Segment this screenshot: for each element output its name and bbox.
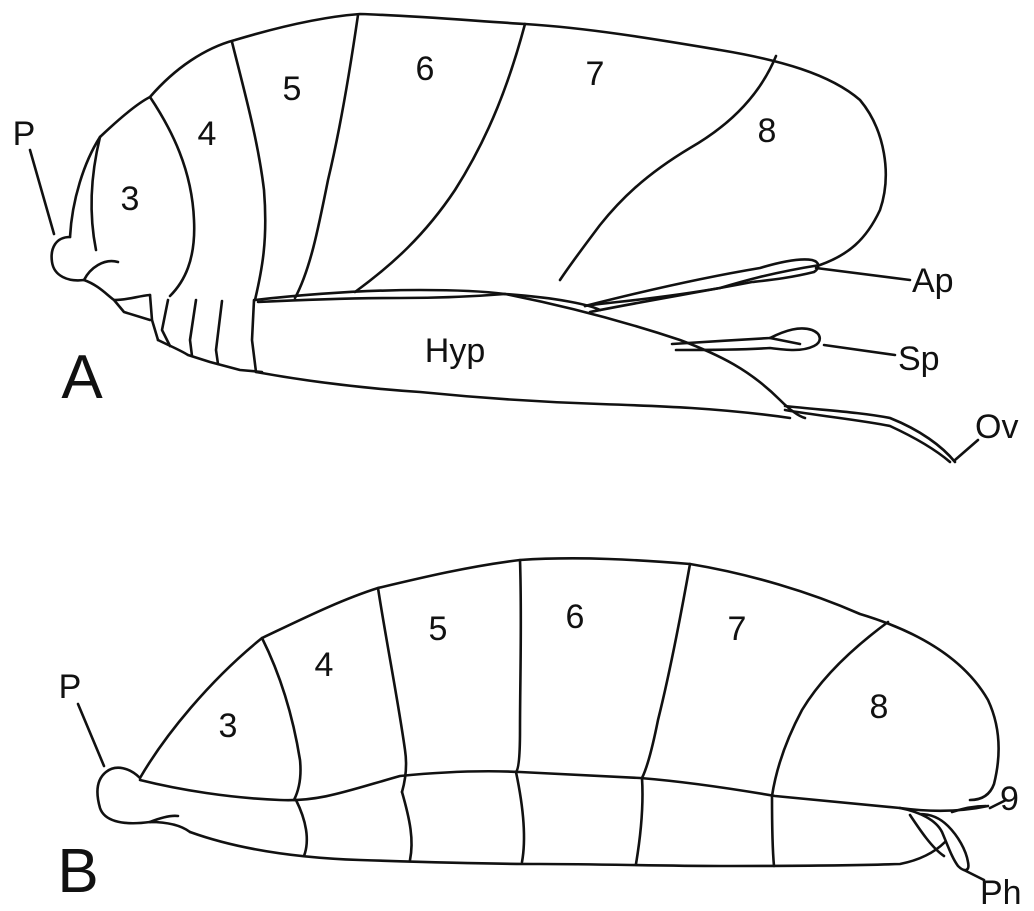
panel-label-b: B — [57, 837, 98, 906]
structure-label-sp: Sp — [898, 340, 940, 378]
leader-line-p-b — [78, 704, 104, 766]
panel-label-a: A — [61, 343, 103, 412]
panel-a: 3 4 5 6 7 8 P Hyp Ap Sp Ov A — [13, 14, 1019, 462]
structure-label-ov: Ov — [975, 408, 1018, 446]
leader-line-p-a — [30, 150, 54, 234]
segment-4-label-b: 4 — [315, 646, 334, 684]
panel-a-leader-lines — [30, 150, 978, 460]
leader-line-ap — [816, 268, 910, 280]
segment-4-label-a: 4 — [198, 115, 217, 153]
leader-line-sp — [824, 345, 895, 355]
segment-3-label-a: 3 — [121, 180, 140, 218]
panel-b: 3 4 5 6 7 8 P 9 Ph B — [57, 558, 1021, 911]
structure-label-ap: Ap — [912, 262, 954, 300]
segment-6-label-b: 6 — [566, 598, 585, 636]
structure-label-9: 9 — [1000, 780, 1019, 818]
segment-6-label-a: 6 — [416, 50, 435, 88]
segment-8-label-b: 8 — [870, 688, 889, 726]
segment-7-label-b: 7 — [728, 610, 747, 648]
structure-label-hyp: Hyp — [425, 332, 485, 370]
segment-8-label-a: 8 — [758, 112, 777, 150]
structure-label-ph: Ph — [980, 874, 1022, 911]
segment-5-label-a: 5 — [283, 70, 302, 108]
panel-b-leader-lines — [78, 704, 1006, 880]
structure-label-p-a: P — [13, 115, 36, 153]
panel-a-body-outline — [52, 14, 955, 462]
segment-5-label-b: 5 — [429, 610, 448, 648]
segment-3-label-b: 3 — [219, 707, 238, 745]
segment-7-label-a: 7 — [586, 55, 605, 93]
structure-label-p-b: P — [59, 668, 82, 706]
